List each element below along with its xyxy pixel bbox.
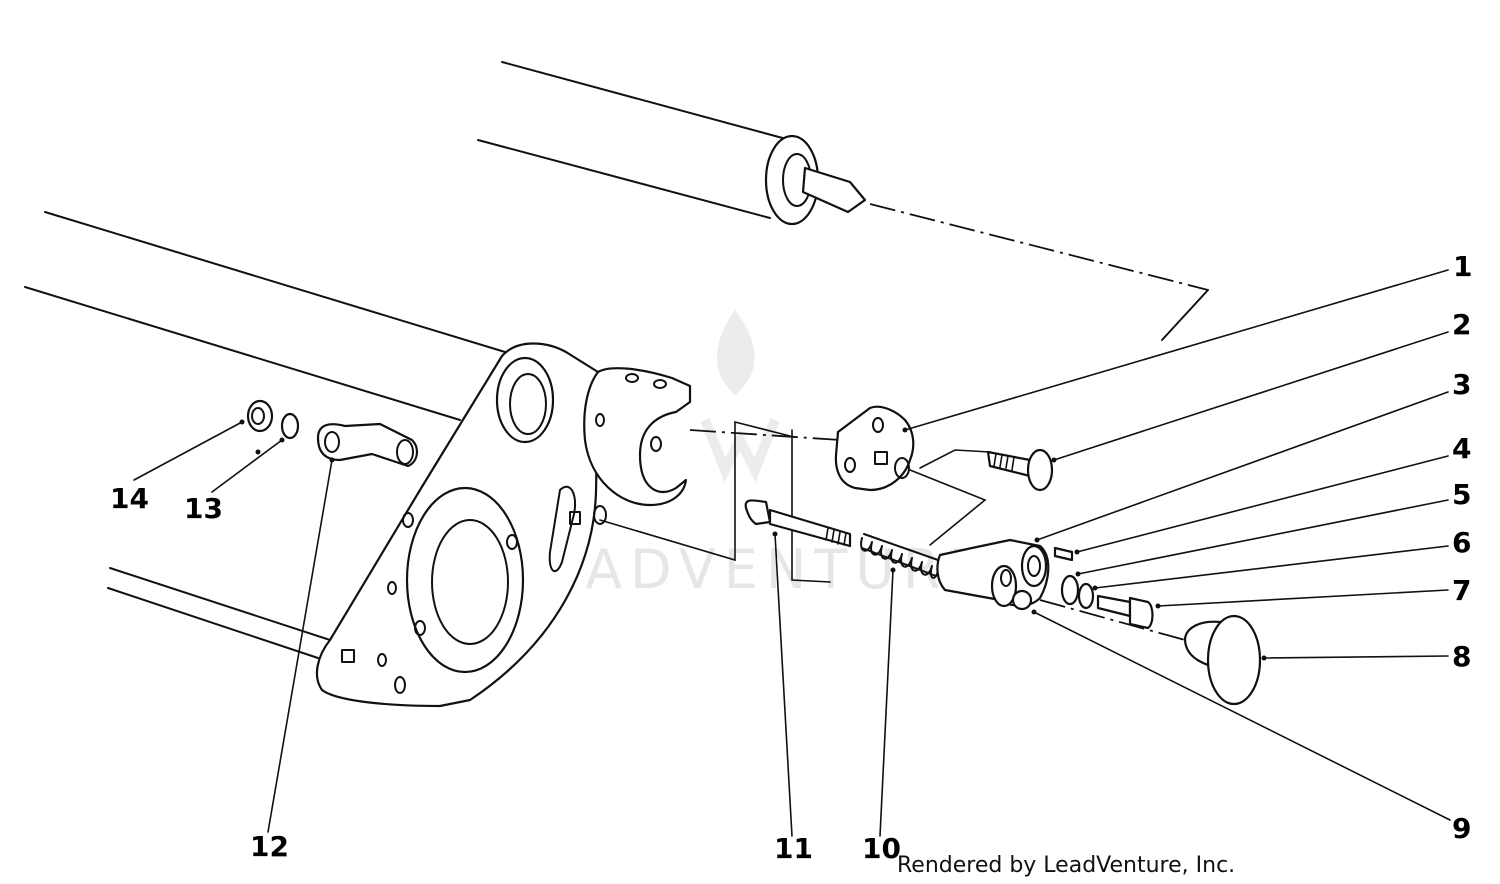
compression-spring [860,533,939,579]
callout-1: 1 [1453,250,1472,283]
bracket-collar [569,367,692,525]
callout-12: 12 [250,830,289,863]
cam-plate [834,405,915,492]
upper-roller [477,61,1209,341]
callout-7: 7 [1452,574,1471,607]
leader-lines [133,269,1451,837]
adjuster-knob [1183,614,1262,706]
adjuster-block [936,538,1050,608]
callout-10: 10 [862,832,901,865]
assembly-guides [599,420,1186,641]
callout-5: 5 [1452,478,1471,511]
callout-8: 8 [1452,640,1471,673]
callout-3: 3 [1452,368,1471,401]
callout-13: 13 [184,492,223,525]
main-tube [24,211,506,659]
left-hardware [246,399,418,468]
side-plate [315,342,600,708]
adjuster-pin [744,499,852,548]
render-credit: Rendered by LeadVenture, Inc. [897,853,1235,878]
small-hardware [1011,546,1154,630]
callout-6: 6 [1452,526,1471,559]
carriage-bolt [986,448,1054,492]
callout-2: 2 [1452,308,1471,341]
callout-11: 11 [774,832,813,865]
callout-labels: 1 2 3 4 5 6 7 8 9 10 11 12 13 14 [110,250,1472,865]
callout-14: 14 [110,482,149,515]
callout-9: 9 [1452,812,1471,845]
callout-4: 4 [1452,432,1471,465]
